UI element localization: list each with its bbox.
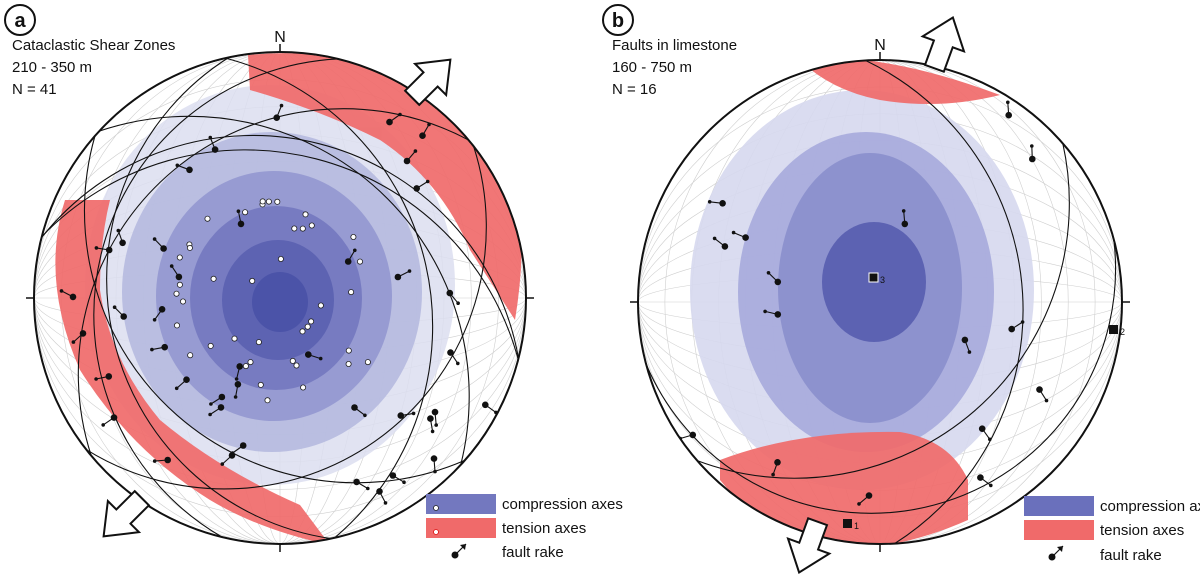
panel-b-stress-arrow-n	[920, 16, 966, 74]
legend-tension-swatch	[426, 518, 496, 538]
panel-a-north-label: N	[274, 29, 286, 46]
panel-b-axis-1-marker	[843, 519, 852, 528]
panel-a-letter: a	[14, 10, 26, 32]
legend-b-rake-label: fault rake	[1100, 547, 1162, 564]
legend-rake-label: fault rake	[502, 544, 564, 561]
legend-compression-label: compression axes	[502, 496, 623, 513]
panel-b-letter: b	[612, 10, 624, 32]
panel-b-title: Faults in limestone	[612, 37, 737, 54]
panel-a: a Cataclastic Shear Zones 210 - 350 m N …	[4, 4, 623, 561]
legend-b-compression-swatch	[1024, 496, 1094, 516]
panel-a-axis-points	[173, 198, 371, 404]
panel-b-axis-2-label: 2	[1120, 327, 1125, 337]
panel-a-legend: compression axes tension axes fault rake	[426, 494, 623, 561]
panel-b-axis-3-marker	[868, 272, 879, 283]
panel-b-north-label: N	[874, 37, 886, 54]
panel-b-legend: compression axes tension axes fault rake	[1024, 496, 1200, 564]
panel-b-fault-rakes	[678, 100, 1049, 506]
panel-b-axis-2-marker	[1109, 325, 1118, 334]
panel-b-axis-1-label: 1	[854, 521, 859, 531]
panel-b-count: N = 16	[612, 81, 657, 98]
legend-compression-swatch	[426, 494, 496, 514]
legend-b-tension-swatch	[1024, 520, 1094, 540]
panel-a-stress-arrow-ne	[403, 58, 452, 107]
panel-b-stress-arrow-s	[786, 516, 832, 574]
panel-a-compression-contours	[85, 85, 455, 485]
panel-a-depth-range: 210 - 350 m	[12, 59, 92, 76]
panel-a-fault-rakes	[59, 103, 498, 505]
panel-a-letter-circle	[4, 4, 36, 36]
legend-tension-label: tension axes	[502, 520, 586, 537]
panel-b-axis-3-label: 3	[880, 275, 885, 285]
panel-b: b Faults in limestone 160 - 750 m N = 16…	[602, 4, 1200, 574]
panel-a-stress-arrow-sw	[102, 489, 151, 538]
panel-a-title: Cataclastic Shear Zones	[12, 37, 175, 54]
legend-b-tension-label: tension axes	[1100, 522, 1184, 539]
legend-b-compression-label: compression axes	[1100, 498, 1200, 515]
panel-b-depth-range: 160 - 750 m	[612, 59, 692, 76]
panel-b-compression-contours	[690, 90, 1034, 490]
panel-b-letter-circle	[602, 4, 634, 36]
panel-a-count: N = 41	[12, 81, 57, 98]
panel-b-tension-zones	[720, 60, 1000, 544]
